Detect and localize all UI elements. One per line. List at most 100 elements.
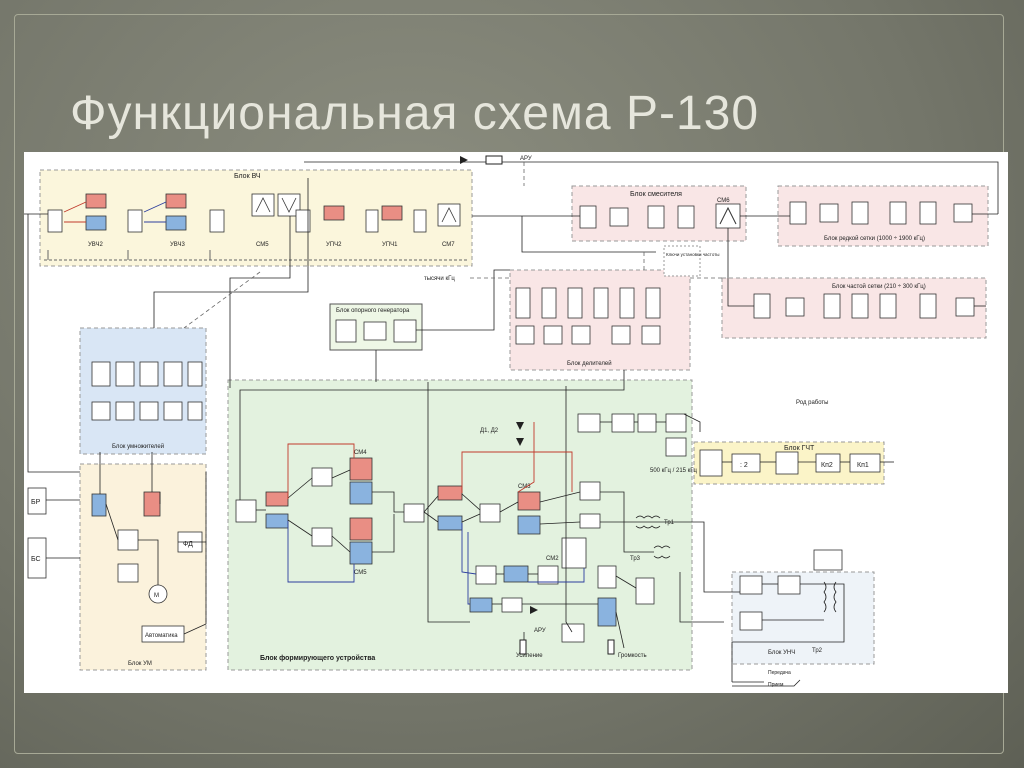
div-6	[645, 287, 661, 319]
mixer-filter-2	[647, 205, 665, 229]
coarse-filter-4	[919, 201, 937, 225]
shaper-amp-b	[437, 515, 463, 531]
label-auto: Автоматика	[145, 633, 178, 639]
label-fine-grid: Блок частой сетки (210 ÷ 300 кГц)	[832, 283, 926, 290]
ref-amp	[363, 321, 387, 341]
label-sm2: СМ2	[546, 556, 559, 562]
label-mode: Род работы	[796, 400, 829, 406]
div-out-4	[611, 325, 631, 345]
div-5	[619, 287, 635, 319]
freq-keys-box	[663, 245, 701, 277]
mixer-filter-3	[677, 205, 695, 229]
shaper-sm5-b	[349, 541, 373, 565]
vch-filter-4	[295, 209, 311, 233]
vch-filter-5	[365, 209, 379, 233]
shaper-in	[235, 499, 257, 523]
mult-out-3	[139, 401, 159, 421]
ref-filter	[393, 319, 417, 343]
vch-filter-2	[127, 209, 143, 233]
shaper-amp-c	[503, 565, 529, 583]
coarse-filter-1	[789, 201, 807, 225]
label-fd: ФД	[183, 541, 193, 548]
shaper-f1	[265, 491, 289, 507]
mult-3	[139, 361, 159, 387]
coarse-filter-3	[889, 201, 907, 225]
vch-filter-3	[209, 209, 225, 233]
br-unit	[27, 487, 47, 515]
shaper-flt-5	[475, 565, 497, 585]
vch-sm7	[437, 203, 461, 227]
um-integr	[117, 563, 139, 583]
diode-d1	[516, 422, 524, 430]
shaper-flt-4	[479, 503, 501, 523]
label-kp1: Кп1	[857, 462, 869, 469]
label-div2: : 2	[740, 462, 748, 469]
shaper-flt-1	[311, 467, 333, 487]
block-multipliers	[79, 327, 207, 455]
label-transmit: Передача	[768, 670, 791, 676]
label-sm5-top: СМ5	[256, 242, 269, 248]
div-out-3	[571, 325, 591, 345]
label-uvch3: УВЧ3	[170, 242, 186, 248]
label-multipliers: Блок умножителей	[112, 443, 164, 450]
gcht-filter	[699, 449, 723, 477]
div-3	[567, 287, 583, 319]
label-500khz: 500 кГц / 215 кГц	[650, 468, 698, 474]
gcht-kp1	[849, 453, 881, 473]
label-dividers: Блок делителей	[567, 360, 612, 367]
shaper-fch	[597, 565, 617, 589]
label-volume: Громкость	[618, 653, 647, 659]
label-upch2: УПЧ2	[326, 242, 342, 248]
shaper-amp-f	[635, 577, 655, 605]
block-dividers	[509, 269, 691, 371]
slide-title: Функциональная схема Р-130	[70, 87, 760, 140]
fine-amp-1	[785, 297, 805, 317]
shaper-amp-r	[437, 485, 463, 501]
gcht-kp2	[815, 453, 841, 473]
mult-out-5	[187, 401, 203, 421]
shaper-top-3	[637, 413, 657, 433]
unch-switch	[813, 549, 843, 571]
label-sm6: СМ6	[717, 198, 730, 204]
label-upch1: УПЧ1	[382, 242, 398, 248]
shaper-sm3-a	[517, 491, 541, 511]
mixer-filter-1	[579, 205, 597, 229]
unch-amp-1	[739, 575, 763, 595]
vch-mixer-sm5a	[251, 193, 275, 217]
shaper-flt-2	[311, 527, 333, 547]
label-freq-keys: Ключи установки частоты	[666, 252, 720, 257]
vch-amp-1	[85, 193, 107, 209]
div-out-5	[641, 325, 661, 345]
mult-out-2	[115, 401, 135, 421]
div-out-2	[543, 325, 563, 345]
shaper-top-4	[665, 413, 687, 433]
shaper-flt-6	[537, 565, 559, 585]
fine-filter-3	[851, 293, 869, 319]
vch-upch2	[323, 205, 345, 221]
mixer-amp-1	[609, 207, 629, 227]
coarse-amp-2	[953, 203, 973, 223]
shaper-fso	[579, 481, 601, 501]
gain-pot	[519, 639, 527, 655]
gcht-osc	[775, 451, 799, 475]
label-thousands: тысячи кГц	[424, 276, 455, 282]
shaper-amp-d	[469, 597, 493, 613]
label-kp2: Кп2	[821, 462, 833, 469]
label-unch: Блок УНЧ	[768, 650, 795, 656]
shaper-top-1	[577, 413, 601, 433]
fine-filter-5	[919, 293, 937, 319]
label-tr2: Тр2	[812, 648, 823, 654]
vch-upch1	[381, 205, 403, 221]
label-tr1: Тр1	[664, 520, 675, 526]
vch-amp-3	[165, 193, 187, 209]
shaper-sm4-b	[349, 481, 373, 505]
div-4	[593, 287, 609, 319]
mult-out-1	[91, 401, 111, 421]
shaper-flt-7	[501, 597, 523, 613]
shaper-sm5-a	[349, 517, 373, 541]
fine-amp-2	[955, 297, 975, 317]
mult-5	[187, 361, 203, 387]
label-br: БР	[31, 499, 41, 506]
diode-shaper	[530, 606, 538, 614]
coarse-amp-1	[819, 203, 839, 223]
